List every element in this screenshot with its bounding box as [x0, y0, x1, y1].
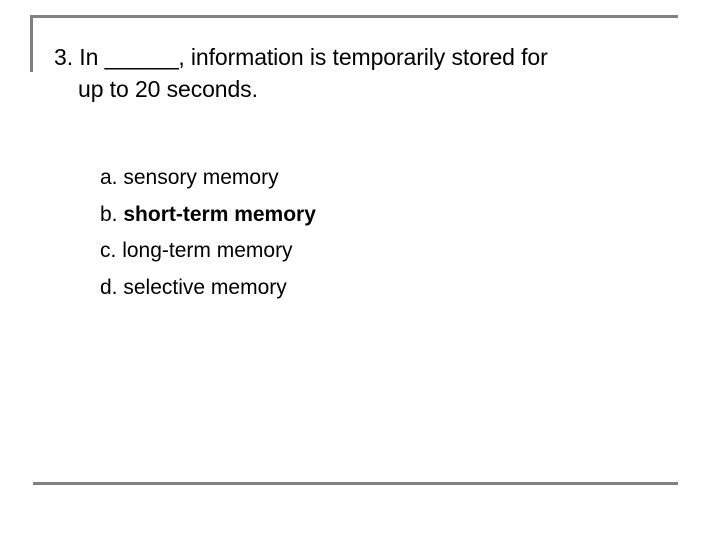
option-c-text: long-term memory — [122, 239, 293, 262]
left-corner-bracket-rule — [30, 15, 33, 72]
option-a-text: sensory memory — [123, 166, 279, 189]
option-c[interactable]: c. long-term memory — [100, 233, 620, 270]
top-rule-divider — [30, 15, 678, 18]
option-b-label: b. — [100, 202, 118, 226]
answer-options-list: a. sensory memory b. short-term memory c… — [100, 160, 620, 306]
option-d-label: d. — [100, 275, 118, 299]
option-b-text: short-term memory — [123, 202, 316, 226]
question-number: 3. — [54, 44, 73, 70]
bottom-rule-divider — [33, 482, 678, 485]
option-c-label: c. — [100, 239, 117, 262]
question-line-2: up to 20 seconds. — [78, 76, 258, 102]
option-a-label: a. — [100, 166, 118, 189]
question-blank: ______ — [104, 44, 179, 70]
option-a[interactable]: a. sensory memory — [100, 160, 620, 197]
question-stem-after-blank: , information is temporarily stored for — [178, 44, 548, 70]
option-b[interactable]: b. short-term memory — [100, 197, 620, 234]
option-d[interactable]: d. selective memory — [100, 270, 620, 307]
option-d-text: selective memory — [123, 275, 287, 299]
question-text: 3. In ______, information is temporarily… — [54, 41, 684, 105]
question-stem-before-blank: In — [79, 44, 105, 70]
